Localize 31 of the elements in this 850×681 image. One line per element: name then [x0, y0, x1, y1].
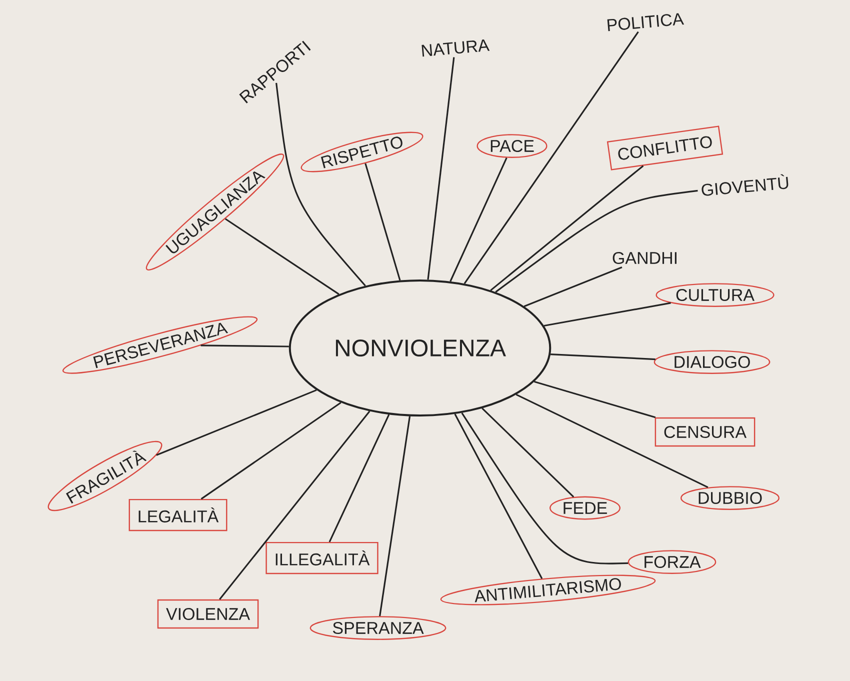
connector-line	[534, 380, 656, 418]
connector-line	[550, 353, 656, 360]
connector-line	[427, 57, 455, 280]
connector-line	[461, 412, 628, 564]
keyword-box: LEGALITÀ	[128, 498, 228, 532]
connector-line	[544, 302, 671, 327]
connector-line	[200, 344, 289, 348]
connector-line	[450, 157, 508, 282]
connector-line	[219, 410, 370, 600]
connector-line	[200, 402, 342, 500]
connector-line	[495, 190, 698, 293]
keyword-text: NATURA	[422, 40, 490, 57]
connector-line	[454, 414, 543, 579]
keyword-text: POLITICA	[607, 13, 684, 32]
connector-line	[379, 416, 411, 616]
keyword-text: GIOVENTÙ	[702, 174, 788, 196]
connector-line	[156, 389, 317, 456]
connector-line	[482, 408, 574, 498]
connector-line	[516, 394, 708, 488]
connector-line	[464, 31, 639, 284]
keyword-box: ILLEGALITÀ	[266, 542, 378, 574]
keyword-box: CENSURA	[654, 417, 756, 447]
keyword-text: GANDHI	[612, 252, 676, 264]
connector-line	[524, 266, 622, 308]
keyword-box: CONFLITTO	[606, 126, 724, 170]
connector-line	[328, 414, 390, 542]
keyword-box: VIOLENZA	[157, 599, 259, 629]
connector-line	[490, 165, 644, 291]
connector-line	[276, 82, 366, 286]
connector-line	[364, 163, 401, 281]
connector-line	[224, 218, 340, 295]
